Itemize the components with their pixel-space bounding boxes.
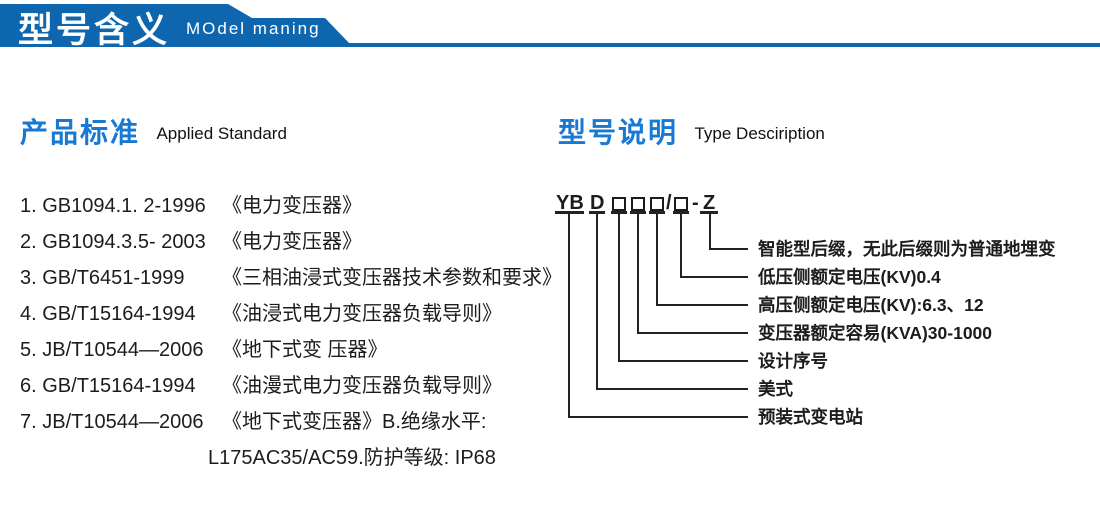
underline-box2: [630, 211, 646, 214]
connector-vertical-box3: [656, 213, 658, 306]
connector-vertical-box1: [618, 213, 620, 362]
standard-title: 《地下式变 压器》: [222, 339, 388, 361]
connector-horizontal-d: [596, 388, 748, 390]
standard-code: 7. JB/T10544—2006: [20, 411, 204, 433]
connector-horizontal-z: [709, 248, 748, 250]
connector-vertical-box4: [680, 213, 682, 278]
connector-horizontal-box3: [656, 304, 748, 306]
standard-title: 《地下式变压器》B.绝缘水平:: [222, 411, 487, 433]
model-code-dash: -: [692, 192, 699, 214]
type-description-heading: 型号说明 Type Desciription: [558, 111, 825, 151]
underline-box1: [611, 211, 627, 214]
label-hv-voltage: 高压侧额定电压(KV):6.3、12: [758, 295, 984, 315]
standard-row: 6. GB/T15164-1994 《油漫式电力变压器负载导则》: [20, 368, 560, 404]
model-code-slash: /: [666, 192, 672, 214]
connector-vertical-z: [709, 213, 711, 250]
standard-title: 《三相油浸式变压器技术参数和要求》: [222, 267, 562, 289]
standard-code: 3. GB/T6451-1999: [20, 267, 185, 289]
standard-row: 3. GB/T6451-1999 《三相油浸式变压器技术参数和要求》: [20, 260, 562, 296]
connector-horizontal-yb: [568, 416, 748, 418]
label-design-serial: 设计序号: [758, 351, 828, 371]
label-american-style: 美式: [758, 379, 793, 399]
underline-box3: [649, 211, 665, 214]
standard-row: 5. JB/T10544—2006 《地下式变 压器》: [20, 332, 560, 368]
label-prefab-substation: 预装式变电站: [758, 407, 863, 427]
standard-row: 7. JB/T10544—2006 《地下式变压器》B.绝缘水平:: [20, 404, 560, 440]
standard-title: 《电力变压器》: [222, 195, 362, 217]
connector-horizontal-box4: [680, 276, 748, 278]
label-rated-capacity: 变压器额定容易(KVA)30-1000: [758, 323, 993, 343]
underline-box4: [673, 211, 689, 214]
model-box-2: [631, 197, 645, 211]
standard-code: 4. GB/T15164-1994: [20, 303, 196, 325]
type-description-heading-en: Type Desciription: [694, 124, 825, 143]
model-box-3: [650, 197, 664, 211]
standard-row: 1. GB1094.1. 2-1996 《电力变压器》: [20, 188, 560, 224]
connector-horizontal-box2: [637, 332, 748, 334]
standard-row: 4. GB/T15164-1994 《油浸式电力变压器负载导则》: [20, 296, 560, 332]
page-subtitle: MOdel maning: [186, 19, 321, 38]
underline-yb: [555, 211, 584, 214]
header-banner: 型号含义 MOdel maning: [0, 4, 1100, 47]
standard-row: 2. GB1094.3.5- 2003 《电力变压器》: [20, 224, 560, 260]
model-box-1: [612, 197, 626, 211]
standard-continuation: L175AC35/AC59.防护等级: IP68: [208, 447, 496, 469]
underline-z: [700, 211, 718, 214]
connector-vertical-yb: [568, 213, 570, 418]
standard-code: 5. JB/T10544—2006: [20, 339, 204, 361]
model-code-z: Z: [703, 192, 716, 214]
connector-horizontal-box1: [618, 360, 748, 362]
model-box-4: [674, 197, 688, 211]
standard-code: 2. GB1094.3.5- 2003: [20, 231, 206, 253]
connector-vertical-d: [596, 213, 598, 390]
standard-title: 《油漫式电力变压器负载导则》: [222, 375, 502, 397]
model-code-yb: YB: [556, 192, 584, 214]
applied-standard-heading-en: Applied Standard: [156, 124, 287, 143]
standard-title: 《电力变压器》: [222, 231, 362, 253]
applied-standard-heading-zh: 产品标准: [20, 117, 141, 148]
connector-vertical-box2: [637, 213, 639, 334]
standards-list: 1. GB1094.1. 2-1996 《电力变压器》 2. GB1094.3.…: [20, 188, 562, 476]
standard-title: 《油浸式电力变压器负载导则》: [222, 303, 502, 325]
underline-d: [589, 211, 605, 214]
applied-standard-heading: 产品标准 Applied Standard: [20, 111, 287, 151]
type-description-heading-zh: 型号说明: [558, 117, 679, 148]
standard-code: 1. GB1094.1. 2-1996: [20, 195, 206, 217]
label-lv-voltage: 低压侧额定电压(KV)0.4: [758, 267, 941, 287]
standard-code: 6. GB/T15164-1994: [20, 375, 196, 397]
label-smart-suffix: 智能型后缀，无此后缀则为普通地埋变: [758, 239, 1056, 259]
page-title: 型号含义: [18, 11, 171, 50]
model-code-d: D: [590, 192, 605, 214]
